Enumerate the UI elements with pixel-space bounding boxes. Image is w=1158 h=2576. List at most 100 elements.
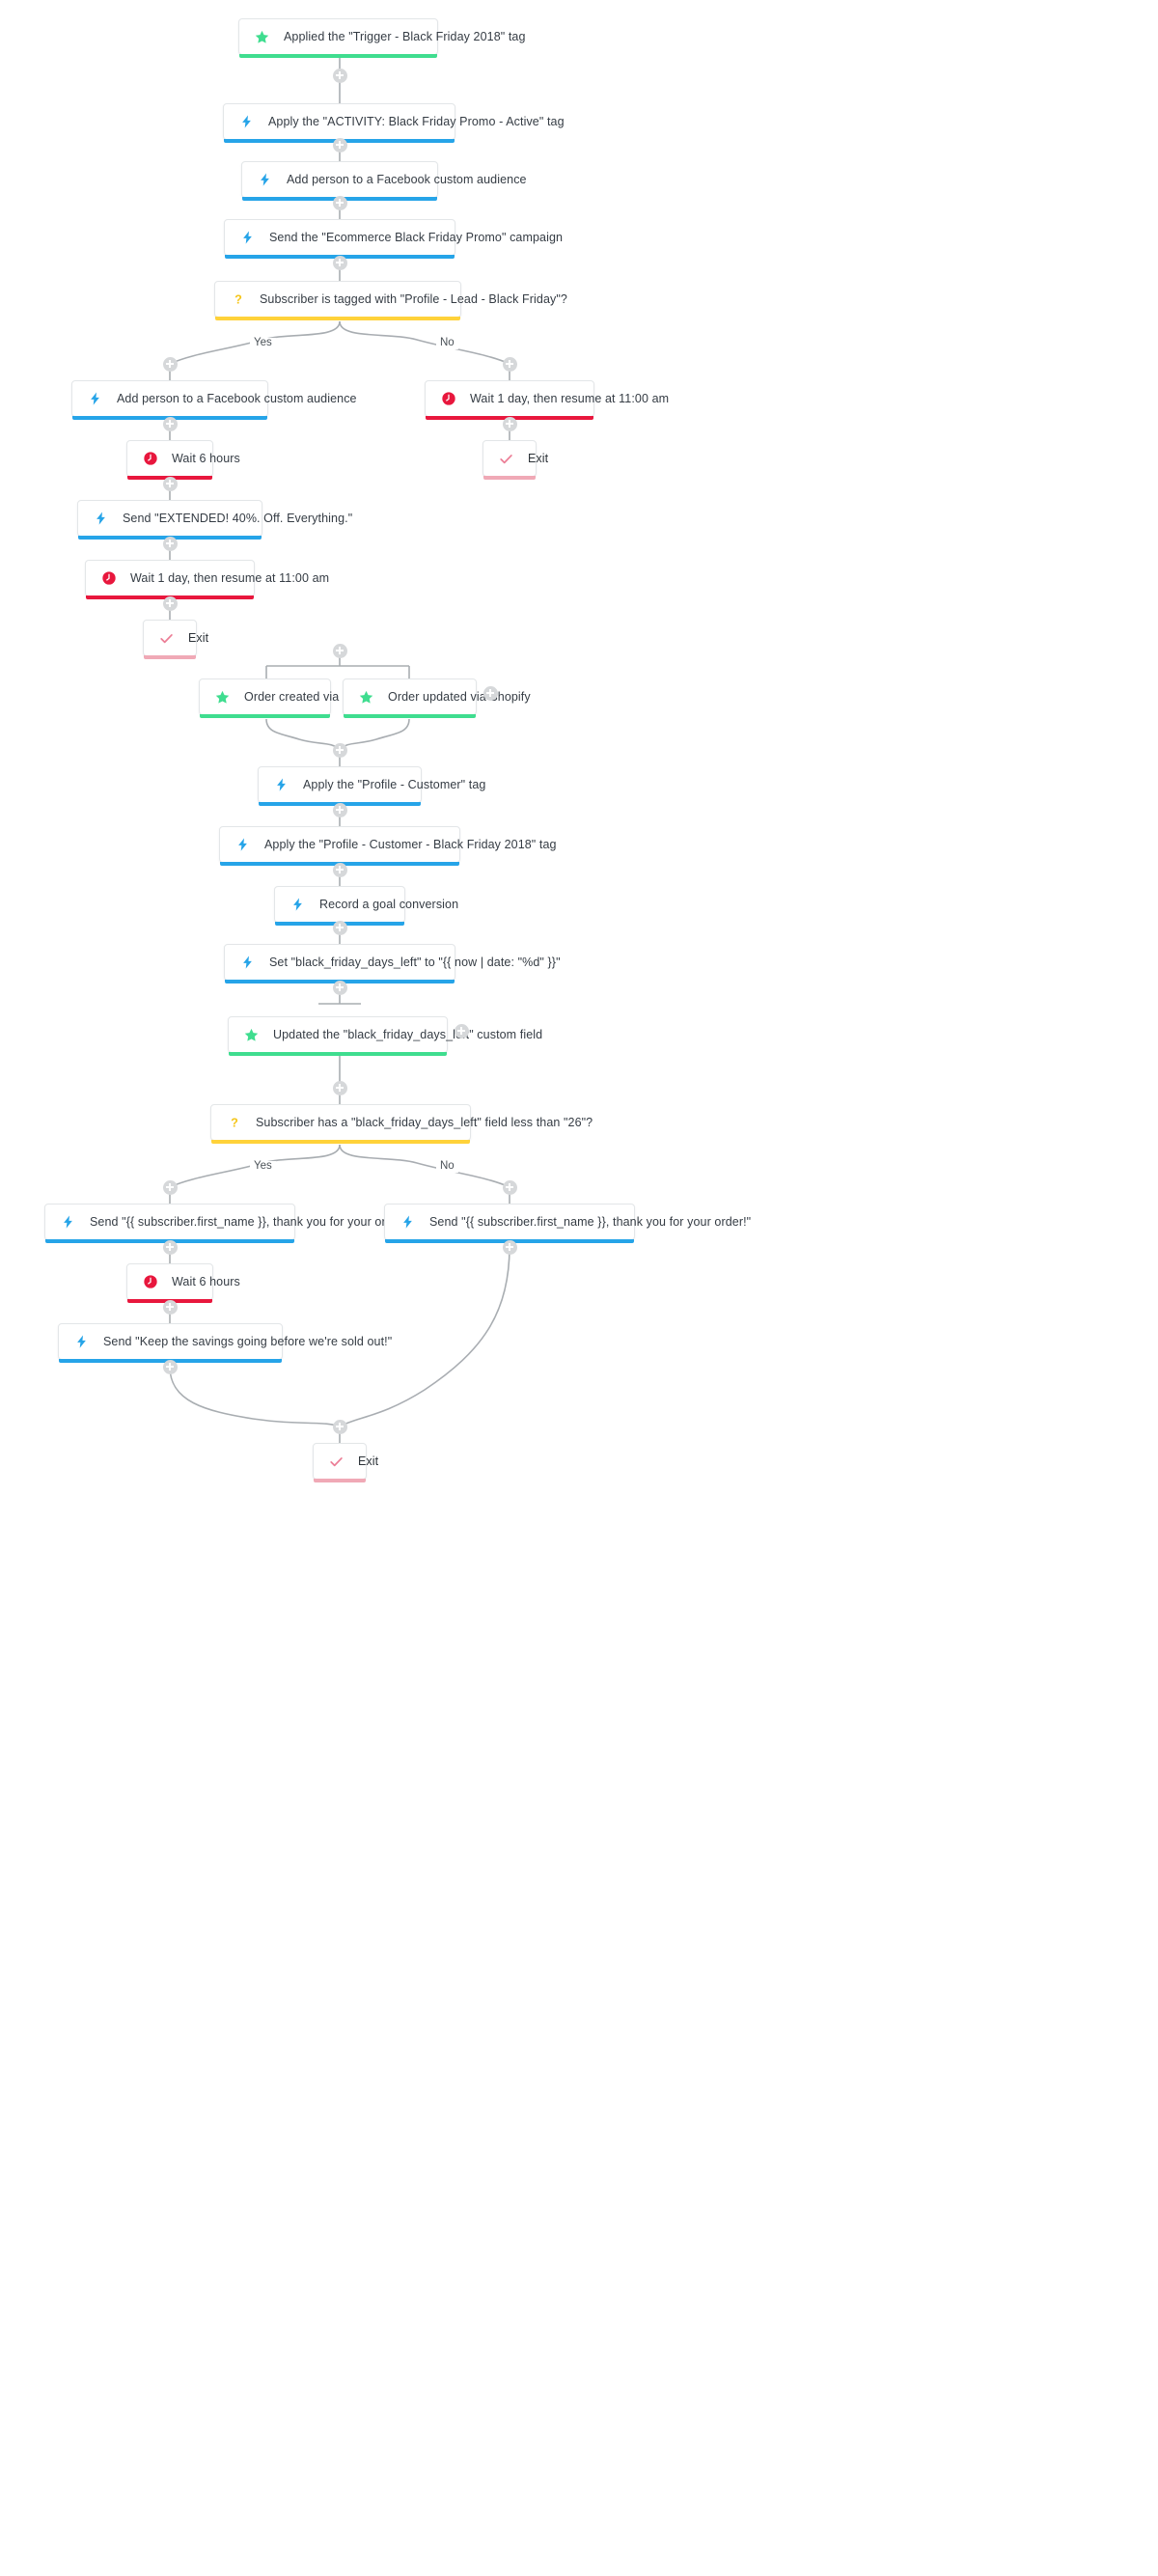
clock-icon bbox=[99, 569, 118, 588]
add-step-plus-icon[interactable] bbox=[332, 742, 347, 758]
flow-node-trigger-n13[interactable]: Order created via Shopify bbox=[199, 679, 383, 718]
flow-node-label: Apply the "Profile - Customer" tag bbox=[303, 777, 486, 791]
flow-node-label: Exit bbox=[528, 451, 549, 465]
flow-node-action-n23[interactable]: Send "Keep the savings going before we'r… bbox=[58, 1323, 392, 1363]
branch-label-yes: Yes bbox=[250, 1160, 276, 1173]
add-step-plus-icon[interactable] bbox=[162, 1359, 178, 1374]
edge-left-merge-exit bbox=[169, 1366, 341, 1427]
add-step-plus-icon[interactable] bbox=[162, 476, 178, 491]
edge-cond2-no bbox=[339, 1144, 510, 1188]
add-step-plus-icon[interactable] bbox=[332, 137, 347, 152]
flow-node-wait-n9[interactable]: Wait 1 day, then resume at 11:00 am bbox=[85, 560, 329, 599]
question-mark-icon: ? bbox=[225, 1114, 243, 1132]
flow-node-wait-n7[interactable]: Wait 6 hours bbox=[126, 440, 240, 480]
flow-node-label: Wait 6 hours bbox=[172, 451, 240, 465]
flow-node-label: Send "{{ subscriber.first_name }}, thank… bbox=[90, 1214, 412, 1229]
add-step-plus-icon[interactable] bbox=[162, 1179, 178, 1195]
flow-node-cond-n5[interactable]: ? Subscriber is tagged with "Profile - Le… bbox=[214, 281, 567, 320]
add-step-plus-icon[interactable] bbox=[454, 1023, 469, 1039]
edge-n13-merge bbox=[265, 718, 341, 751]
lightning-bolt-icon bbox=[272, 776, 290, 794]
flow-node-action-n18[interactable]: Set "black_friday_days_left" to "{{ now … bbox=[224, 944, 561, 983]
star-icon bbox=[213, 688, 232, 706]
add-step-plus-icon[interactable] bbox=[502, 1179, 517, 1195]
add-step-plus-icon[interactable] bbox=[332, 255, 347, 270]
flow-node-label: Order updated via Shopify bbox=[388, 689, 531, 704]
flow-node-label: Wait 6 hours bbox=[172, 1274, 240, 1288]
lightning-bolt-icon bbox=[289, 896, 307, 914]
flow-node-label: Add person to a Facebook custom audience bbox=[117, 391, 357, 405]
flow-node-action-n17[interactable]: Record a goal conversion bbox=[274, 886, 458, 926]
flow-node-wait-n22[interactable]: Wait 6 hours bbox=[126, 1263, 240, 1303]
lightning-bolt-icon bbox=[238, 229, 257, 247]
flow-node-label: Send "{{ subscriber.first_name }}, thank… bbox=[429, 1214, 752, 1229]
flow-node-exit-n25[interactable]: Exit bbox=[313, 1443, 378, 1482]
add-step-plus-icon[interactable] bbox=[502, 416, 517, 431]
clock-icon bbox=[141, 450, 159, 468]
add-step-plus-icon[interactable] bbox=[502, 356, 517, 372]
add-step-plus-icon[interactable] bbox=[162, 1299, 178, 1315]
flow-node-label: Send "EXTENDED! 40%. Off. Everything." bbox=[123, 511, 353, 525]
flow-node-label: Record a goal conversion bbox=[319, 897, 459, 911]
add-step-plus-icon[interactable] bbox=[162, 1239, 178, 1255]
lightning-bolt-icon bbox=[234, 836, 252, 854]
svg-text:?: ? bbox=[231, 1116, 238, 1129]
add-step-plus-icon[interactable] bbox=[332, 802, 347, 817]
flow-node-label: Subscriber has a "black_friday_days_left… bbox=[256, 1115, 593, 1129]
add-step-plus-icon[interactable] bbox=[332, 1419, 347, 1434]
branch-label-no: No bbox=[436, 337, 458, 349]
flow-node-label: Wait 1 day, then resume at 11:00 am bbox=[130, 570, 330, 585]
add-step-plus-icon[interactable] bbox=[332, 195, 347, 210]
flow-node-label: Exit bbox=[358, 1454, 379, 1468]
flow-node-wait-n11[interactable]: Wait 1 day, then resume at 11:00 am bbox=[425, 380, 669, 420]
flow-node-action-n16[interactable]: Apply the "Profile - Customer - Black Fr… bbox=[219, 826, 556, 866]
lightning-bolt-icon bbox=[86, 390, 104, 408]
flow-node-label: Add person to a Facebook custom audience bbox=[287, 172, 527, 186]
flow-node-label: Send the "Ecommerce Black Friday Promo" … bbox=[269, 230, 564, 244]
flow-node-action-n24[interactable]: Send "{{ subscriber.first_name }}, thank… bbox=[384, 1204, 751, 1243]
add-step-plus-icon[interactable] bbox=[332, 862, 347, 877]
flow-node-exit-n10[interactable]: Exit bbox=[143, 620, 208, 659]
flow-node-label: Exit bbox=[188, 630, 209, 645]
add-step-plus-icon[interactable] bbox=[162, 356, 178, 372]
flow-node-trigger-n19[interactable]: Updated the "black_friday_days_left" cus… bbox=[228, 1016, 542, 1056]
lightning-bolt-icon bbox=[256, 171, 274, 189]
flow-node-trigger-n1[interactable]: Applied the "Trigger - Black Friday 2018… bbox=[238, 18, 525, 58]
add-step-plus-icon[interactable] bbox=[162, 536, 178, 551]
flow-node-label: Apply the "ACTIVITY: Black Friday Promo … bbox=[268, 114, 565, 128]
flow-node-action-n3[interactable]: Add person to a Facebook custom audience bbox=[241, 161, 527, 201]
lightning-bolt-icon bbox=[72, 1333, 91, 1351]
flow-node-label: Apply the "Profile - Customer - Black Fr… bbox=[264, 837, 557, 851]
add-step-plus-icon[interactable] bbox=[162, 596, 178, 611]
flow-node-action-n4[interactable]: Send the "Ecommerce Black Friday Promo" … bbox=[224, 219, 563, 259]
lightning-bolt-icon bbox=[238, 954, 257, 972]
flow-node-label: Wait 1 day, then resume at 11:00 am bbox=[470, 391, 670, 405]
flow-node-exit-n12[interactable]: Exit bbox=[482, 440, 548, 480]
add-step-plus-icon[interactable] bbox=[332, 920, 347, 935]
add-step-plus-icon[interactable] bbox=[162, 416, 178, 431]
flow-node-label: Subscriber is tagged with "Profile - Lea… bbox=[260, 291, 567, 306]
lightning-bolt-icon bbox=[59, 1213, 77, 1232]
flow-node-cond-n20[interactable]: ? Subscriber has a "black_friday_days_lef… bbox=[210, 1104, 593, 1144]
flow-node-label: Set "black_friday_days_left" to "{{ now … bbox=[269, 955, 561, 969]
flow-node-action-n8[interactable]: Send "EXTENDED! 40%. Off. Everything." bbox=[77, 500, 352, 540]
flow-node-action-n21[interactable]: Send "{{ subscriber.first_name }}, thank… bbox=[44, 1204, 411, 1243]
add-step-plus-icon[interactable] bbox=[332, 68, 347, 83]
add-step-plus-icon[interactable] bbox=[482, 685, 498, 701]
flow-node-action-n6[interactable]: Add person to a Facebook custom audience bbox=[71, 380, 357, 420]
add-step-plus-icon[interactable] bbox=[332, 643, 347, 658]
question-mark-icon: ? bbox=[229, 291, 247, 309]
flow-node-trigger-n14[interactable]: Order updated via Shopify bbox=[343, 679, 531, 718]
add-step-plus-icon[interactable] bbox=[332, 980, 347, 995]
star-icon bbox=[253, 28, 271, 46]
flow-node-action-n2[interactable]: Apply the "ACTIVITY: Black Friday Promo … bbox=[223, 103, 565, 143]
check-icon bbox=[497, 450, 515, 468]
lightning-bolt-icon bbox=[237, 113, 256, 131]
check-icon bbox=[327, 1453, 345, 1471]
flow-node-action-n15[interactable]: Apply the "Profile - Customer" tag bbox=[258, 766, 485, 806]
add-step-plus-icon[interactable] bbox=[502, 1239, 517, 1255]
add-step-plus-icon[interactable] bbox=[332, 1080, 347, 1095]
flow-node-label: Send "Keep the savings going before we'r… bbox=[103, 1334, 393, 1348]
branch-label-yes: Yes bbox=[250, 337, 276, 349]
clock-icon bbox=[141, 1273, 159, 1291]
